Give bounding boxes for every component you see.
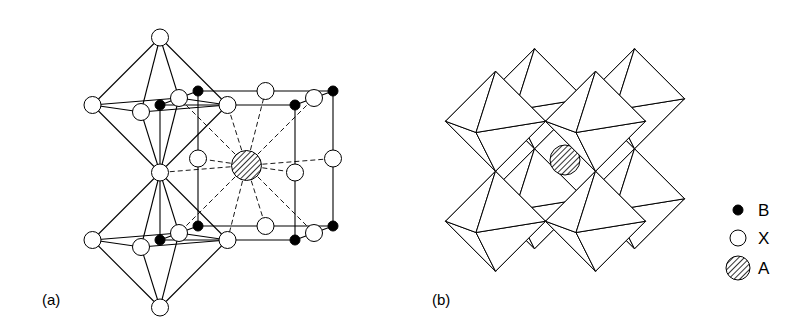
x-site-atom [257, 83, 274, 100]
bond-line [160, 240, 228, 308]
x-site-atom [219, 232, 236, 249]
b-site-atom [290, 235, 300, 245]
legend-swatch [726, 256, 750, 280]
bond-line [160, 173, 228, 241]
octahedron-face [576, 71, 646, 132]
x-site-atom [133, 104, 150, 121]
bond-line [93, 233, 180, 240]
bond-line [93, 38, 161, 106]
x-site-atom [152, 29, 169, 46]
legend-text: A [758, 260, 769, 277]
bond-line [93, 98, 180, 105]
panel-label: (b) [432, 292, 450, 307]
octahedron-face [576, 171, 646, 232]
legend-text: B [758, 202, 769, 219]
bond-line [141, 105, 228, 112]
b-site-atom [290, 100, 300, 110]
legend-symbols [726, 205, 750, 280]
b-site-atom [155, 235, 165, 245]
x-site-atom [306, 90, 323, 107]
octahedron-face [476, 71, 546, 132]
bond-line [93, 173, 161, 241]
unit-cell-drawing [84, 29, 342, 316]
x-site-atom [84, 97, 101, 114]
legend-text: X [758, 230, 769, 247]
bond-line [160, 38, 179, 99]
x-site-atom [306, 225, 323, 242]
bond-line [93, 240, 161, 308]
x-site-atom [171, 90, 188, 107]
x-site-atom [171, 225, 188, 242]
bond-line [160, 173, 179, 234]
panel-label: (a) [42, 292, 60, 307]
b-site-atom [193, 86, 203, 96]
b-site-atom [328, 221, 338, 231]
x-site-atom [84, 232, 101, 249]
bond-line [141, 112, 160, 173]
b-site-atom [193, 221, 203, 231]
bond-line [141, 247, 160, 308]
bond-line [160, 38, 228, 106]
legend-swatch [730, 230, 746, 246]
x-site-atom [133, 239, 150, 256]
b-site-atom [328, 86, 338, 96]
bond-line [141, 240, 228, 247]
a-site-atom [232, 151, 262, 181]
x-site-atom [287, 164, 304, 181]
x-site-atom [152, 299, 169, 316]
octahedra-network [446, 49, 685, 272]
octahedron-face [476, 171, 546, 232]
x-site-atom [325, 150, 342, 167]
x-site-atom [190, 150, 207, 167]
x-site-atom [152, 164, 169, 181]
bond-line [160, 105, 228, 173]
x-site-atom [257, 218, 274, 235]
b-site-atom [155, 100, 165, 110]
legend-swatch [733, 205, 743, 215]
bond-line [93, 105, 161, 173]
x-site-atom [219, 97, 236, 114]
